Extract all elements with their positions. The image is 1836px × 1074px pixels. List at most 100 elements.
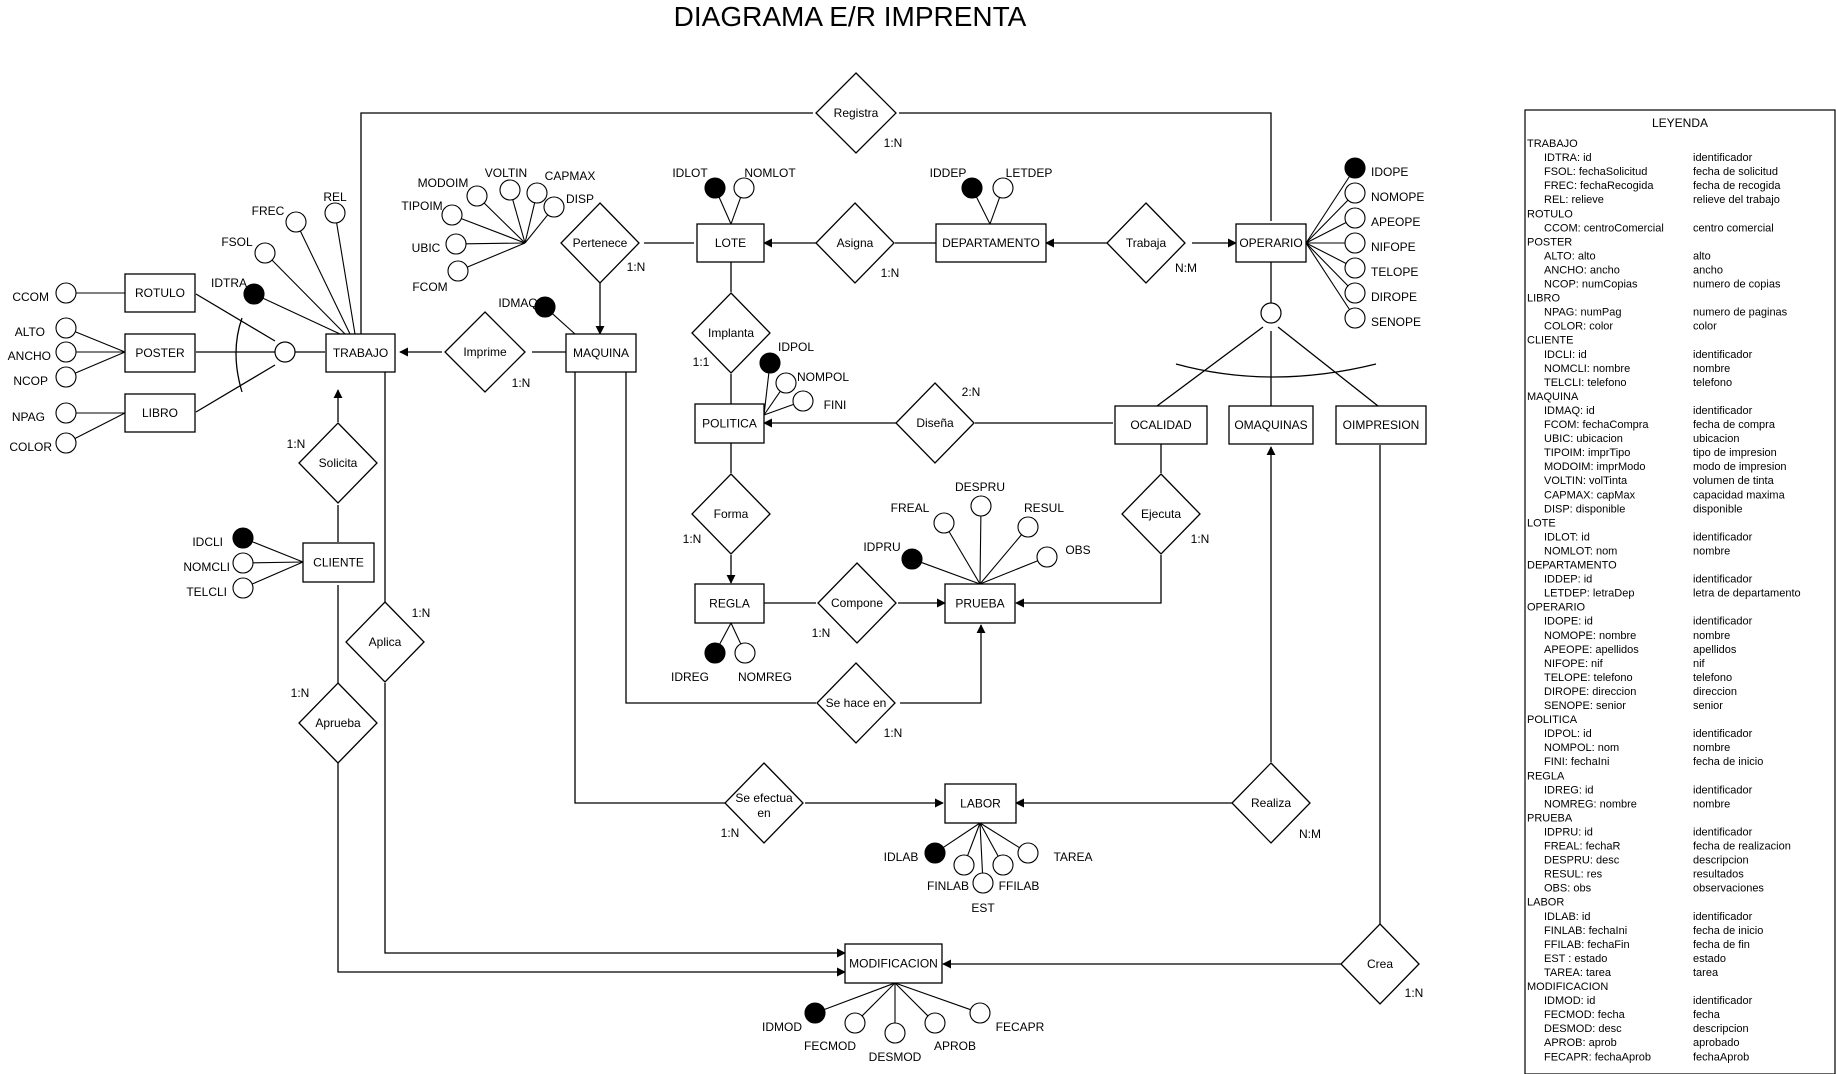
legend-description: identificador xyxy=(1693,616,1753,628)
attribute-despru: DESPRU xyxy=(955,480,1005,585)
key-attribute-dot xyxy=(1344,157,1366,179)
attribute-voltin: VOLTIN xyxy=(485,166,527,244)
legend-field: MAQUINA xyxy=(1527,391,1579,403)
attribute-dot xyxy=(733,177,755,199)
attribute-dot xyxy=(55,317,77,339)
relation-label: Ejecuta xyxy=(1141,507,1181,521)
cardinality-label: N:M xyxy=(1175,261,1197,275)
legend-description: fecha de realizacion xyxy=(1693,841,1791,853)
legend-description: identificador xyxy=(1693,531,1753,543)
legend-field: ANCHO: ancho xyxy=(1544,264,1620,276)
legend-description: estado xyxy=(1693,953,1726,965)
attribute-link xyxy=(824,982,896,1011)
attribute-link xyxy=(979,534,1022,585)
legend-description: centro comercial xyxy=(1693,222,1774,234)
legend-description: descripcion xyxy=(1693,1023,1749,1035)
attribute-label: DIROPE xyxy=(1371,290,1417,304)
legend-description: senior xyxy=(1693,700,1723,712)
entity-omaquinas: OMAQUINAS xyxy=(1228,405,1314,445)
attribute-modoim: MODOIM xyxy=(418,176,526,244)
relation-diamond xyxy=(298,422,378,504)
attribute-dot xyxy=(884,1022,906,1044)
attribute-link xyxy=(975,196,991,225)
legend-frame xyxy=(1524,109,1836,1074)
attribute-label: CCOM xyxy=(12,290,49,304)
attribute-label: REL xyxy=(323,190,347,204)
attribute-dot xyxy=(447,260,469,282)
entity-box xyxy=(124,393,196,433)
attribute-label: OBS xyxy=(1065,543,1090,557)
key-attribute-dot xyxy=(901,548,923,570)
attribute-dot xyxy=(441,204,463,226)
attribute-link xyxy=(894,982,971,1011)
attribute-dot xyxy=(55,341,77,363)
legend-description: identificador xyxy=(1693,152,1753,164)
attribute-disp: DISP xyxy=(524,192,594,244)
legend-description: relieve del trabajo xyxy=(1693,194,1780,206)
entity-labor: LABOR xyxy=(944,783,1017,824)
legend-field: IDPRU: id xyxy=(1544,826,1593,838)
relation-label: Se hace en xyxy=(826,696,887,710)
legend-field: NPAG: numPag xyxy=(1544,307,1621,319)
legend-field: NOMCLI: nombre xyxy=(1544,363,1630,375)
entity-modificacion: MODIFICACION xyxy=(844,943,943,984)
attribute-dot xyxy=(1017,516,1039,538)
legend-description: identificador xyxy=(1693,826,1753,838)
legend-description: apellidos xyxy=(1693,644,1737,656)
legend-description: ubicacion xyxy=(1693,433,1739,445)
legend-description: fecha de compra xyxy=(1693,419,1776,431)
cardinality-label: 1:N xyxy=(512,376,531,390)
attribute-label: NIFOPE xyxy=(1371,240,1416,254)
attribute-label: DESMOD xyxy=(869,1050,922,1064)
attribute-idcli: IDCLI xyxy=(192,527,304,563)
entity-label: POSTER xyxy=(135,346,185,360)
attribute-label: FECMOD xyxy=(804,1039,856,1053)
attribute-dot xyxy=(1344,232,1366,254)
attribute-dot xyxy=(1344,207,1366,229)
attribute-dot xyxy=(1344,307,1366,329)
entity-box xyxy=(696,223,765,263)
relation-label: Implanta xyxy=(708,326,754,340)
attribute-label: UBIC xyxy=(412,241,441,255)
legend-field: DEPARTAMENTO xyxy=(1527,560,1617,572)
attribute-dot xyxy=(775,372,797,394)
legend-field: IDMAQ: id xyxy=(1544,405,1595,417)
attribute-tarea: TAREA xyxy=(979,822,1093,864)
attribute-dot xyxy=(1036,546,1058,568)
legend-description: fecha de inicio xyxy=(1693,756,1763,768)
attribute-dot xyxy=(55,432,77,454)
legend-description: tipo de impresion xyxy=(1693,447,1777,459)
attribute-idmaq: IDMAQ xyxy=(498,296,576,335)
attribute-dot xyxy=(933,512,955,534)
attribute-link xyxy=(1305,222,1347,244)
legend-description: nombre xyxy=(1693,798,1730,810)
attribute-link xyxy=(1305,242,1349,287)
attribute-finlab: FINLAB xyxy=(927,822,981,893)
attribute-ncop: NCOP xyxy=(13,351,126,388)
attribute-link xyxy=(718,196,732,225)
relation-label: Aplica xyxy=(369,635,402,649)
attribute-label: FREAL xyxy=(891,501,930,515)
legend-field: IDPOL: id xyxy=(1544,728,1592,740)
legend-description: identificador xyxy=(1693,405,1753,417)
attribute-link xyxy=(1305,242,1350,310)
attribute-aprob: APROB xyxy=(894,982,976,1053)
